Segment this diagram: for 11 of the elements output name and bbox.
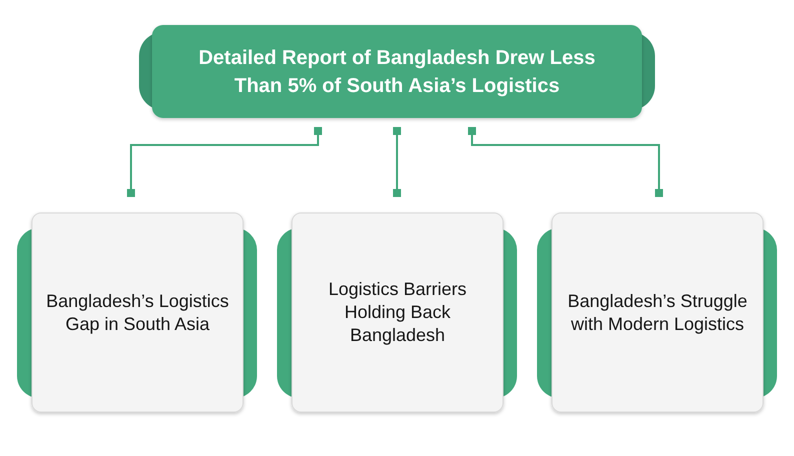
topic-card xyxy=(537,213,777,413)
topic-card xyxy=(277,213,517,413)
connector-line xyxy=(468,127,663,197)
heading-text: Detailed Report of Bangladesh Drew Less Than 5% of South Asia’s Logistics xyxy=(198,46,596,98)
connector-line xyxy=(393,127,401,197)
topic-text: Logistics Barriers Holding Back Bangladesh xyxy=(327,278,468,347)
heading-card xyxy=(139,25,655,118)
topic-text: Bangladesh’s Struggle with Modern Logistics xyxy=(566,290,748,336)
topic-text: Bangladesh’s Logistics Gap in South Asia xyxy=(45,290,230,336)
connector-line xyxy=(127,127,322,197)
topic-card xyxy=(17,213,257,413)
